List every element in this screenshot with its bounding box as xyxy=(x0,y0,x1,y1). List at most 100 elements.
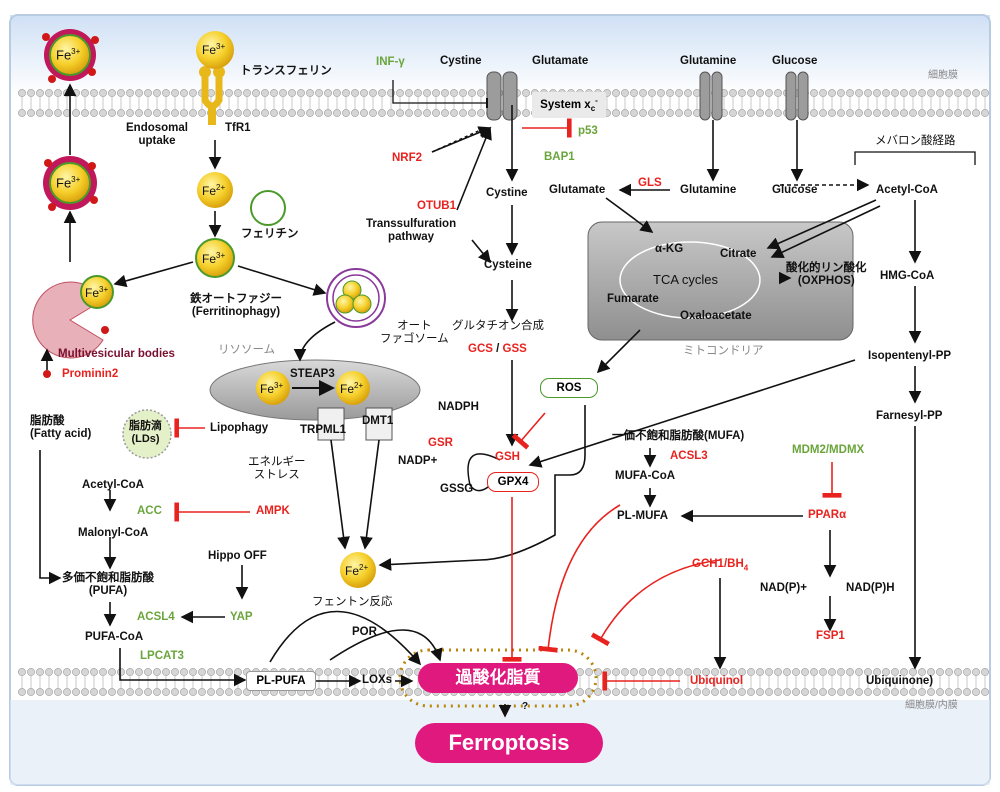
lipid-head xyxy=(360,109,368,117)
fe2-fenton-label: Fe2+ xyxy=(345,563,369,578)
lipid-head xyxy=(612,668,620,676)
lipid-head xyxy=(279,109,287,117)
lipid-head xyxy=(63,668,71,676)
lipid-head xyxy=(252,89,260,97)
lipid-head xyxy=(153,109,161,117)
lipid-head xyxy=(63,688,71,696)
lipid-head xyxy=(603,688,611,696)
lipid-head xyxy=(18,668,26,676)
lipid-head xyxy=(414,688,422,696)
lipid-head xyxy=(891,109,899,117)
lipid-head xyxy=(360,668,368,676)
lipid-head xyxy=(972,688,980,696)
lipid-head xyxy=(918,668,926,676)
lipid-head xyxy=(297,109,305,117)
lipid-head xyxy=(351,688,359,696)
lipid-head xyxy=(837,109,845,117)
lipid-head xyxy=(270,89,278,97)
malonyl-coa-label: Malonyl-CoA xyxy=(78,527,149,539)
acsl4-label: ACSL4 xyxy=(137,611,175,623)
lipid-head xyxy=(522,89,530,97)
lipid-head xyxy=(315,668,323,676)
autophagosome-label: オート ファゴソーム xyxy=(380,320,449,346)
lipid-head xyxy=(639,688,647,696)
lipid-head xyxy=(180,688,188,696)
otub1-label: OTUB1 xyxy=(417,200,456,212)
lipid-head xyxy=(657,688,665,696)
lipid-head xyxy=(414,109,422,117)
lipid-head xyxy=(243,89,251,97)
lipophagy-label: Lipophagy xyxy=(210,422,269,434)
lipid-head xyxy=(90,109,98,117)
lipid-head xyxy=(774,668,782,676)
lipid-head xyxy=(621,668,629,676)
fsp1-label: FSP1 xyxy=(816,630,845,642)
lipid-head xyxy=(405,688,413,696)
lipid-head xyxy=(720,688,728,696)
inf-gamma-label: INF-γ xyxy=(376,56,405,68)
ferritin-label: フェリチン xyxy=(241,228,299,240)
lipid-head xyxy=(900,89,908,97)
lipid-head xyxy=(693,688,701,696)
lipid-head xyxy=(801,688,809,696)
lipid-head xyxy=(828,109,836,117)
lipid-head xyxy=(387,688,395,696)
lipid-head xyxy=(702,668,710,676)
lipid-head xyxy=(54,688,62,696)
lipid-head xyxy=(108,668,116,676)
lipid-head xyxy=(27,668,35,676)
lipid-head xyxy=(810,89,818,97)
lipid-head xyxy=(144,89,152,97)
membrane-top-label: 細胞膜 xyxy=(928,70,958,81)
fe3-mvb-label: Fe3+ xyxy=(85,285,109,300)
fatty-acid-label: 脂肪酸 (Fatty acid) xyxy=(30,415,92,441)
lipid-head xyxy=(918,89,926,97)
lipid-head xyxy=(81,89,89,97)
fe2-endosome xyxy=(197,172,233,208)
lipid-head xyxy=(108,688,116,696)
trpml1-channel xyxy=(317,407,345,441)
lipid-head xyxy=(288,109,296,117)
lipid-head xyxy=(981,109,989,117)
gch1-label: GCH1/BH4 xyxy=(692,558,749,573)
pl-pufa-box: PL-PUFA xyxy=(246,671,316,691)
fenton-label: フェントン反応 xyxy=(312,596,393,608)
lipid-head xyxy=(702,688,710,696)
lipid-head xyxy=(468,89,476,97)
pufa-label: 多価不飽和脂肪酸 (PUFA) xyxy=(62,572,154,598)
lipid-head xyxy=(54,668,62,676)
lipid-head xyxy=(162,109,170,117)
lipid-head xyxy=(729,668,737,676)
lipid-head xyxy=(468,109,476,117)
lipid-head xyxy=(828,668,836,676)
nadph-label: NADPH xyxy=(438,401,479,413)
lipid-head xyxy=(909,89,917,97)
lipid-head xyxy=(738,668,746,676)
lipid-head xyxy=(927,109,935,117)
gsh-synthesis-label: グルタチオン合成 xyxy=(452,320,544,332)
lipid-head xyxy=(882,109,890,117)
lipid-head xyxy=(648,688,656,696)
lipid-head xyxy=(333,688,341,696)
lipid-head xyxy=(360,89,368,97)
lipid-head xyxy=(927,668,935,676)
ubiquinol-label: Ubiquinol xyxy=(690,675,744,687)
mitochondrion xyxy=(587,221,854,341)
lipid-head xyxy=(405,668,413,676)
lipid-head xyxy=(45,668,53,676)
dmt1-label: DMT1 xyxy=(362,415,394,427)
p53-label: p53 xyxy=(578,125,598,137)
lipid-head xyxy=(243,109,251,117)
lipid-head xyxy=(171,109,179,117)
akg-label: α-KG xyxy=(655,243,684,255)
lipid-head xyxy=(756,109,764,117)
por-label: POR xyxy=(352,626,377,638)
lipid-head xyxy=(711,688,719,696)
tfr1-receptor xyxy=(199,66,225,125)
gsh-label: GSH xyxy=(495,451,520,463)
lipid-head xyxy=(72,89,80,97)
lipid-head xyxy=(639,668,647,676)
lipid-head xyxy=(342,668,350,676)
lipid-head xyxy=(81,688,89,696)
